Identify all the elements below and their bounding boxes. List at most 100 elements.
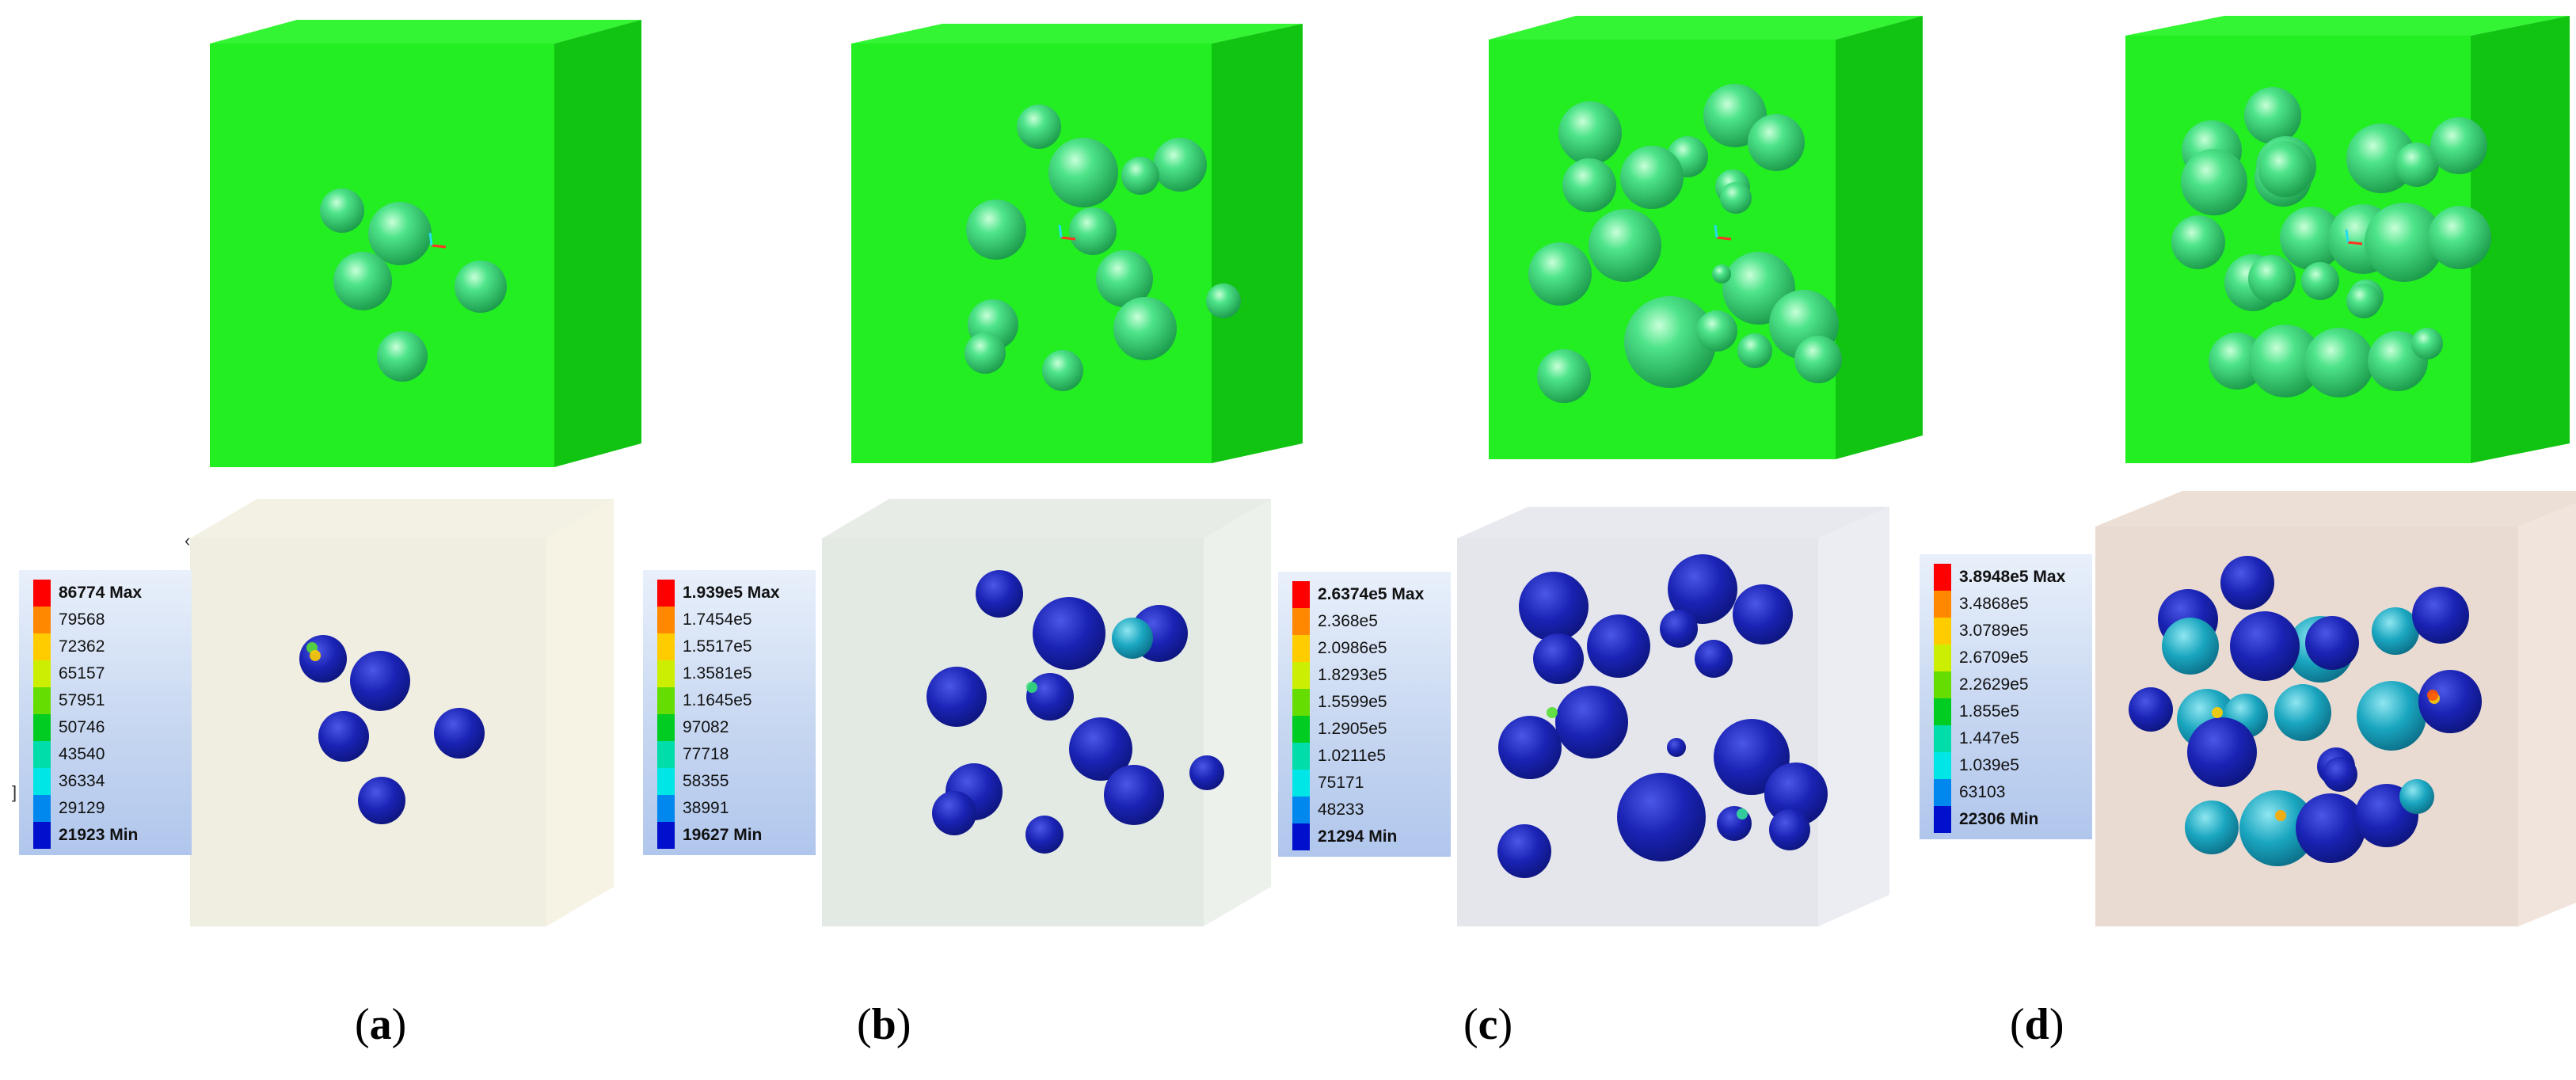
inclusion-sphere: [1562, 158, 1616, 212]
legend-label: 1.7454e5: [683, 610, 752, 629]
legend-swatch: [33, 822, 51, 849]
stress-hotspot: [1547, 707, 1558, 718]
legend-label: 77718: [683, 745, 729, 763]
legend-swatch: [1292, 797, 1310, 823]
legend-label: 3.0789e5: [1959, 622, 2029, 640]
legend-label: 1.447e5: [1959, 729, 2019, 747]
legend-label: 1.3581e5: [683, 664, 752, 683]
cube-top-face: [851, 24, 1303, 44]
inclusion-sphere: [2244, 87, 2301, 144]
cube-side-face: [1836, 16, 1923, 459]
inclusion-sphere: [1206, 283, 1241, 318]
legend-label: 36334: [59, 772, 105, 790]
stressed-inclusion-sphere: [1695, 640, 1733, 678]
stressed-inclusion-sphere: [2305, 616, 2359, 670]
stressed-inclusion-sphere: [318, 711, 369, 762]
cube-top-face: [2125, 16, 2570, 36]
stressed-inclusion-sphere: [2399, 779, 2434, 814]
stressed-inclusion-sphere: [2323, 757, 2357, 792]
stressed-inclusion-sphere: [1533, 633, 1584, 684]
legend-swatch: [657, 607, 675, 633]
legend-label-min: 21923 Min: [59, 826, 139, 844]
stressed-inclusion-sphere: [2187, 717, 2257, 787]
stressed-inclusion-sphere: [976, 570, 1023, 618]
legend-swatch: [657, 580, 675, 607]
legend-label-min: 19627 Min: [683, 826, 763, 844]
cube-side-face: [1204, 499, 1271, 926]
inclusion-sphere: [2428, 206, 2491, 269]
stressed-inclusion-sphere: [1498, 716, 1562, 779]
inclusion-sphere: [1794, 336, 1842, 383]
legend-c: 2.6374e5 Max 2.368e5 2.0986e5 1.8293e5 1…: [1278, 572, 1451, 857]
stress-hotspot: [1737, 808, 1748, 820]
inclusion-sphere: [2301, 262, 2339, 300]
legend-label: 43540: [59, 745, 105, 763]
inclusion-sphere: [320, 188, 364, 233]
stressed-inclusion-sphere: [1519, 572, 1589, 641]
inclusion-sphere: [1017, 105, 1061, 149]
legend-label-max: 2.6374e5 Max: [1318, 585, 1425, 603]
inclusion-sphere: [455, 260, 507, 313]
stressed-inclusion-sphere: [2412, 587, 2469, 644]
legend-swatch: [1292, 716, 1310, 743]
inclusion-sphere: [1737, 333, 1772, 368]
inclusion-sphere: [1113, 297, 1177, 360]
legend-label: 63103: [1959, 783, 2006, 801]
caption-letter: a: [369, 1000, 392, 1049]
legend-swatch: [1292, 770, 1310, 797]
geometry-models-row: [210, 16, 2570, 467]
cube-side-face: [546, 499, 614, 926]
legend-label: 2.2629e5: [1959, 675, 2029, 694]
cube-side-face: [2471, 16, 2570, 463]
legend-swatch: [33, 687, 51, 714]
legend-swatch: [1934, 618, 1951, 645]
legend-label-min: 21294 Min: [1318, 827, 1398, 846]
axis-y-arrow: [1058, 224, 1063, 238]
cube-top-face: [822, 499, 1271, 538]
axis-y-arrow: [428, 232, 433, 246]
caption-letter: b: [871, 1000, 896, 1049]
legend-swatch: [657, 741, 675, 768]
stressed-inclusion-sphere: [2185, 800, 2239, 854]
caption-open: (: [355, 1000, 370, 1049]
inclusion-sphere: [333, 252, 392, 310]
legend-swatch: [657, 795, 675, 822]
axis-x-arrow: [1716, 236, 1732, 241]
legend-swatch: [657, 768, 675, 795]
caption-open: (: [857, 1000, 872, 1049]
stressed-inclusion-sphere: [1617, 773, 1706, 861]
legend-swatch: [1292, 823, 1310, 850]
caption-close: ): [391, 1000, 407, 1049]
matrix-cube-a: [210, 20, 641, 467]
caption-open: (: [1463, 1000, 1478, 1049]
inclusion-sphere: [1048, 138, 1118, 207]
contour-cube-a: [190, 499, 614, 926]
caption-close: ): [2049, 1000, 2064, 1049]
stressed-inclusion-sphere: [1033, 597, 1105, 670]
inclusion-sphere: [1042, 350, 1083, 391]
legend-swatch: [1292, 635, 1310, 662]
caption-letter: d: [2024, 1000, 2049, 1049]
legend-label: 1.8293e5: [1318, 666, 1387, 684]
stressed-inclusion-sphere: [1497, 824, 1551, 878]
inclusion-sphere: [1748, 114, 1805, 171]
stressed-inclusion-sphere: [358, 777, 405, 824]
legend-swatch: [1934, 591, 1951, 618]
cube-side-face: [2518, 503, 2576, 926]
stressed-inclusion-sphere: [1733, 584, 1793, 645]
stress-contour-row: [190, 491, 2576, 926]
stressed-inclusion-sphere: [2220, 556, 2274, 610]
inclusion-sphere: [2248, 255, 2296, 302]
legend-label: 75171: [1318, 774, 1364, 792]
inclusion-sphere: [1589, 209, 1661, 282]
inclusion-sphere: [1096, 250, 1153, 307]
legend-label: 79568: [59, 610, 105, 629]
matrix-cube-d: [2125, 16, 2570, 463]
legend-swatch: [1292, 743, 1310, 770]
stressed-inclusion-sphere: [1025, 816, 1064, 854]
legend-label: 65157: [59, 664, 105, 683]
legend-label: 29129: [59, 799, 105, 817]
legend-swatch: [1292, 689, 1310, 716]
legend-label: 72362: [59, 637, 105, 656]
legend-swatch: [657, 660, 675, 687]
